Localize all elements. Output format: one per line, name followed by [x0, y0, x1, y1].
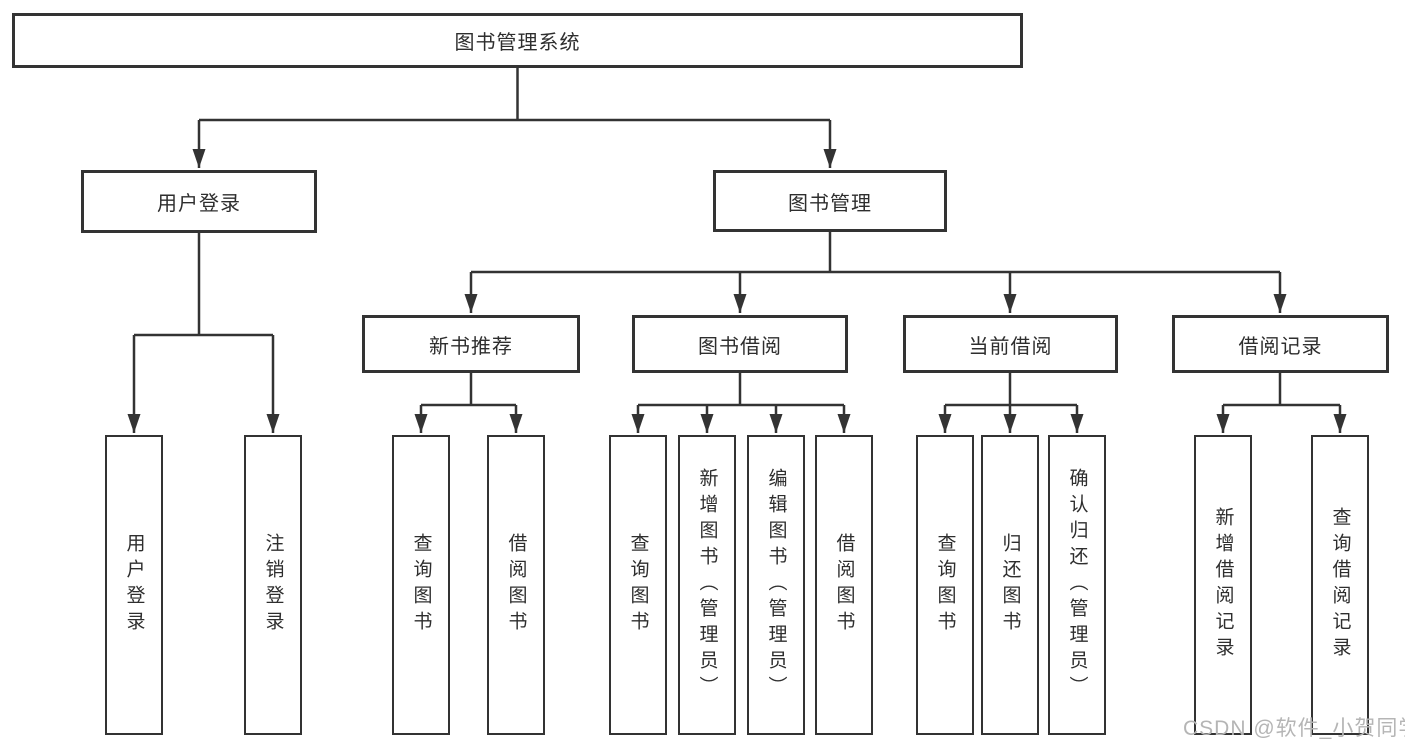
csdn-watermark: CSDN @软件_小贺同学: [1183, 717, 1405, 740]
node-label: 新书推荐: [429, 335, 513, 358]
node-label: 注销登录: [262, 533, 284, 637]
node-new-book-recommend: 新书推荐: [362, 315, 580, 373]
leaf-query-borrow-record: 查询借阅记录: [1311, 435, 1369, 735]
leaf-logout: 注销登录: [244, 435, 302, 735]
node-label: 借阅记录: [1238, 335, 1323, 358]
leaf-confirm-return-admin: 确认归还（管理员）: [1048, 435, 1106, 735]
leaf-user-login: 用户登录: [105, 435, 163, 735]
node-label: 确认归还（管理员）: [1066, 468, 1088, 702]
leaf-return-book: 归还图书: [981, 435, 1039, 735]
node-label: 新增借阅记录: [1212, 507, 1234, 663]
node-current-borrow: 当前借阅: [903, 315, 1118, 373]
node-label: 编辑图书（管理员）: [765, 468, 787, 702]
leaf-edit-book-admin: 编辑图书（管理员）: [747, 435, 805, 735]
leaf-query-books-borrow: 查询图书: [609, 435, 667, 735]
node-label: 查询图书: [410, 533, 432, 637]
leaf-query-books-recommend: 查询图书: [392, 435, 450, 735]
node-label: 图书借阅: [698, 335, 782, 358]
node-label: 当前借阅: [968, 335, 1053, 358]
node-label: 归还图书: [999, 533, 1021, 637]
leaf-query-books-current: 查询图书: [916, 435, 974, 735]
node-label: 借阅图书: [505, 533, 527, 637]
node-label: 查询借阅记录: [1329, 507, 1351, 663]
node-user-login: 用户登录: [81, 170, 317, 233]
node-label: 新增图书（管理员）: [696, 468, 718, 702]
leaf-borrow-books: 借阅图书: [815, 435, 873, 735]
node-label: 用户登录: [123, 533, 145, 637]
leaf-borrow-books-recommend: 借阅图书: [487, 435, 545, 735]
leaf-add-borrow-record: 新增借阅记录: [1194, 435, 1252, 735]
node-borrow-records: 借阅记录: [1172, 315, 1389, 373]
node-label: 查询图书: [627, 533, 649, 637]
node-label: 查询图书: [934, 533, 956, 637]
leaf-add-book-admin: 新增图书（管理员）: [678, 435, 736, 735]
node-label: 图书管理: [788, 192, 872, 215]
node-book-borrow: 图书借阅: [632, 315, 848, 373]
node-label: 借阅图书: [833, 533, 855, 637]
node-book-management: 图书管理: [713, 170, 947, 232]
node-library-management-system: 图书管理系统: [12, 13, 1023, 68]
node-label: 用户登录: [157, 193, 241, 215]
node-label: 图书管理系统: [454, 32, 581, 54]
